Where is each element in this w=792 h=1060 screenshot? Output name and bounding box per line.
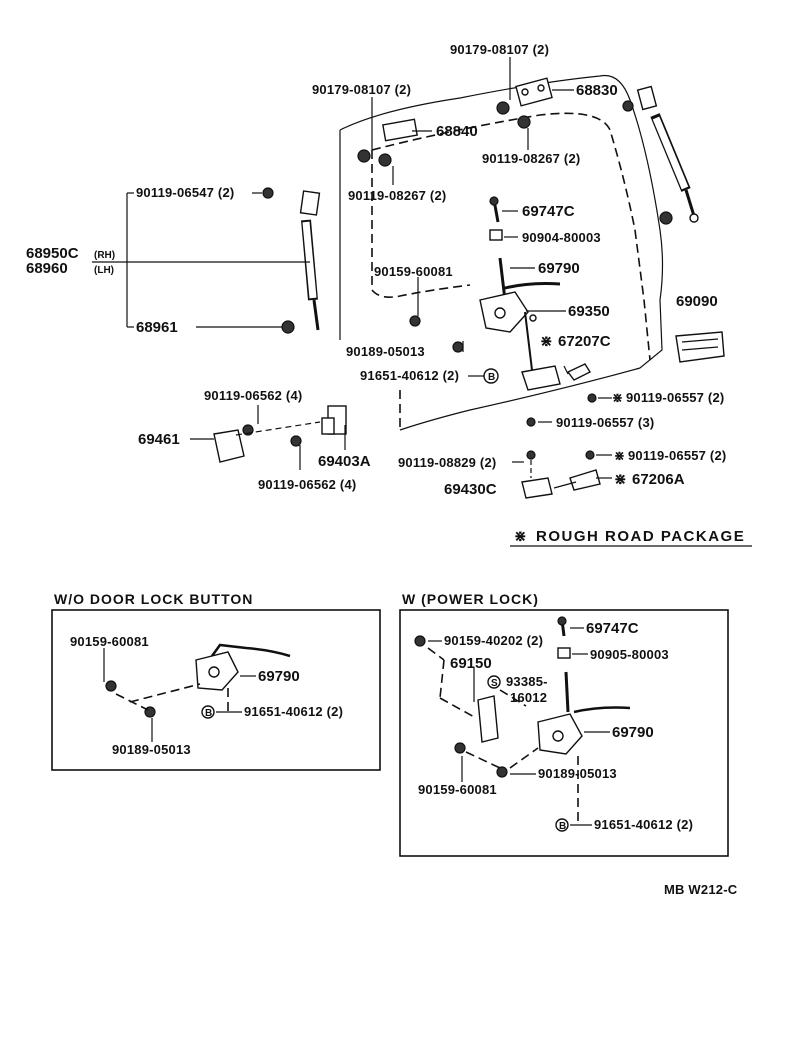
inset-left-label-90189-05013: 90189-05013 [112, 742, 191, 757]
leader-lines [92, 57, 752, 547]
bracket-67207c [566, 363, 592, 381]
label-69461: 69461 [138, 431, 180, 448]
label-91651-40612: 91651-40612 (2) [360, 368, 459, 383]
label-90159-60081: 90159-60081 [374, 264, 453, 279]
label-rh: (RH) [94, 250, 115, 261]
label-90179-left: 90179-08107 (2) [312, 82, 411, 97]
inset-right-circle-s: S [491, 678, 498, 689]
label-90119-06547: 90119-06547 (2) [136, 185, 234, 200]
label-90904-80003: 90904-80003 [522, 230, 601, 245]
inset-right-circle-b: B [559, 821, 566, 832]
inset-left-label-91651-40612: 91651-40612 (2) [244, 704, 343, 719]
asterisk-67207c: ⋇ [540, 333, 553, 350]
label-90119-06562-top: 90119-06562 (4) [204, 388, 302, 403]
label-69403a: 69403A [318, 453, 371, 470]
hinge-68840 [357, 118, 418, 167]
inset-title-left: W/O DOOR LOCK BUTTON [54, 591, 253, 607]
hinge-69461 [213, 424, 302, 463]
label-68960: 68960 [26, 260, 68, 277]
label-90119-08267-left: 90119-08267 (2) [348, 188, 446, 203]
label-90189-05013: 90189-05013 [346, 344, 425, 359]
label-lh: (LH) [94, 265, 114, 276]
inset-right-label-90159-40202: 90159-40202 (2) [444, 633, 543, 648]
lock-assembly-center [409, 196, 561, 391]
label-90179-top: 90179-08107 (2) [450, 42, 549, 57]
inset-right-label-93385: 93385- [506, 674, 548, 689]
label-90119-06557-3: 90119-06557 (3) [556, 415, 654, 430]
label-69430c: 69430C [444, 481, 497, 498]
inset-right-label-90159-60081: 90159-60081 [418, 782, 497, 797]
back-door-outline [339, 74, 664, 431]
inset-box-without-door-lock-button: W/O DOOR LOCK BUTTON 90159-60081 69790 B… [51, 591, 381, 771]
hinge-69403a [321, 405, 347, 435]
inset-left-label-90159-60081: 90159-60081 [70, 634, 149, 649]
stay-damper-right [622, 85, 699, 225]
asterisk-90119-06557-b: ⋇ [614, 448, 625, 463]
inset-right-label-91651-40612: 91651-40612 (2) [594, 817, 693, 832]
label-69747c: 69747C [522, 203, 575, 220]
label-90119-06562-bottom: 90119-06562 (4) [258, 477, 356, 492]
inset-left-label-69790: 69790 [258, 668, 300, 685]
stay-damper-left [262, 187, 321, 334]
inset-right-label-16012: 16012 [510, 690, 547, 705]
striker-69430c [521, 450, 553, 499]
inset-left-circle-b: B [205, 708, 212, 719]
circle-b-symbol: B [488, 372, 495, 383]
inset-box-power-lock: W (POWER LOCK) 90159-40202 (2) 69747C 90… [399, 591, 729, 857]
label-90119-06557-b: 90119-06557 (2) [628, 448, 726, 463]
asterisk-67206a: ⋇ [614, 471, 627, 488]
switch-69090 [675, 331, 725, 363]
label-90119-06557-2: 90119-06557 (2) [626, 390, 724, 405]
bracket-67206a [483, 368, 601, 491]
label-67207c: 67207C [558, 333, 611, 350]
label-68840: 68840 [436, 123, 478, 140]
diagram-code: MB W212-C [664, 882, 738, 897]
inset-right-label-90905-80003: 90905-80003 [590, 647, 669, 662]
label-68950c: 68950C [26, 245, 79, 262]
inset-right-label-69747c: 69747C [586, 620, 639, 637]
label-69790: 69790 [538, 260, 580, 277]
part-labels: 90179-08107 (2) 90179-08107 (2) 68830 68… [26, 42, 745, 545]
label-90119-08267-right: 90119-08267 (2) [482, 151, 580, 166]
inset-right-label-69790: 69790 [612, 724, 654, 741]
label-90119-08829: 90119-08829 (2) [398, 455, 496, 470]
label-69350: 69350 [568, 303, 610, 320]
label-68830: 68830 [576, 82, 618, 99]
rough-road-note: ROUGH ROAD PACKAGE [536, 528, 745, 545]
inset-right-label-90189-05013: 90189-05013 [538, 766, 617, 781]
inset-title-right: W (POWER LOCK) [402, 591, 539, 607]
label-69090: 69090 [676, 293, 718, 310]
asterisk-90119-06557: ⋇ [612, 390, 623, 405]
asterisk-note: ⋇ [514, 528, 528, 545]
inset-right-label-69150: 69150 [450, 655, 492, 672]
label-68961: 68961 [136, 319, 178, 336]
label-67206a: 67206A [632, 471, 685, 488]
hinge-68830 [496, 77, 553, 129]
